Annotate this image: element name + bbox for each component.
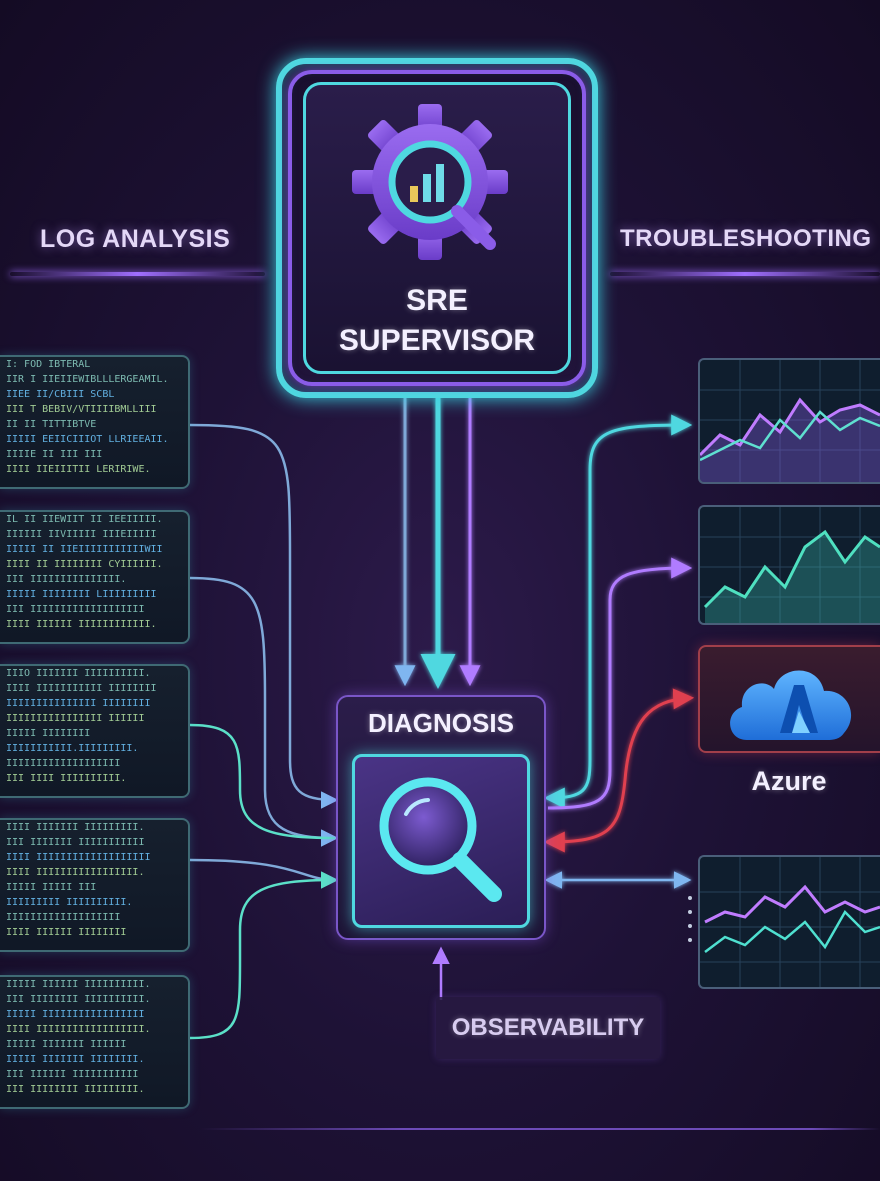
supervisor-outer-frame <box>276 58 598 398</box>
log-line: IIIIIIIIIIIIIII IIIIIIII <box>6 698 151 709</box>
log-line: IIIIE II III III <box>6 449 103 460</box>
supervisor-title-line1: SRE <box>406 284 468 317</box>
log-line: IIIII IIIIIIIIIIIIIIIII <box>6 1009 145 1020</box>
log-line: IIII IIEIIITII LERIRIWE. <box>6 464 151 475</box>
log-line: IIIO IIIIIII IIIIIIIIII. <box>6 668 151 679</box>
log-line: IIIIIIIIIIIIIIII IIIIII <box>6 713 145 724</box>
log-line: III IIII IIIIIIIIII. <box>6 773 127 784</box>
log-line: IIIII IIIIIIII <box>6 728 91 739</box>
log-line: IIIII II IIEIIIIIIIIIIIWII <box>6 544 163 555</box>
log-panel-1[interactable]: I: FOD IBTERAL IIR I IIEIIEWIBLLLERGEAMIL… <box>0 355 190 489</box>
chart-3-axis-dots <box>688 896 694 952</box>
log-analysis-underline <box>10 272 265 276</box>
log-line: IIIIIIIIIIIIIIIIIII <box>6 758 121 769</box>
log-arrow-5 <box>189 871 339 1040</box>
log-line: IIIIIIIIIII.IIIIIIIII. <box>6 743 139 754</box>
azure-label: Azure <box>751 766 827 796</box>
bottom-divider <box>200 1128 880 1130</box>
log-line: III IIIIIIII IIIIIIIII. <box>6 1084 145 1095</box>
log-line: IIIII IIIIIII IIIIII <box>6 1039 127 1050</box>
chart-3-graphic <box>700 857 880 987</box>
log-line: IIIII IIIII III <box>6 882 97 893</box>
chart-2-graphic <box>700 507 880 623</box>
log-analysis-label: LOG ANALYSIS <box>40 225 231 253</box>
chart-panel-2[interactable] <box>698 505 880 625</box>
log-arrow-1 <box>189 423 339 809</box>
log-panel-5[interactable]: IIIII IIIIII IIIIIIIIII. III IIIIIIII III… <box>0 975 190 1109</box>
log-line: III IIIIIII IIIIIIIIIII <box>6 837 145 848</box>
log-line: III T BEBIV/VTIIIIBMLLIII <box>6 404 157 415</box>
supervisor-mid-frame <box>288 70 586 386</box>
log-line: II II TITTIBTVE <box>6 419 97 430</box>
log-line: IIIII IIIIIII IIIIIIII. <box>6 1054 145 1065</box>
magnifier-icon <box>379 777 502 902</box>
log-arrow-2 <box>189 576 339 847</box>
log-line: III IIIIIIII IIIIIIIIII. <box>6 994 151 1005</box>
log-line: IIII IIIIIIIIIIIIIIIII. <box>6 867 145 878</box>
gear-magnifier-chart-icon <box>352 104 508 260</box>
log-lines: IIIII IIIIII IIIIIIIIII. III IIIIIIII III… <box>0 977 188 1097</box>
log-line: I: FOD IBTERAL <box>6 359 91 370</box>
chart-panel-3[interactable] <box>698 855 880 989</box>
chart-1-graphic <box>700 360 880 482</box>
log-line: IIII IIIIIIIIIII IIIIIIII <box>6 683 157 694</box>
log-arrow-3 <box>189 723 336 840</box>
log-panel-4[interactable]: IIII IIIIIII IIIIIIIII. III IIIIIII IIIII… <box>0 818 190 952</box>
diagnosis-to-right-arrows <box>543 414 695 889</box>
log-line: IIR I IIEIIEWIBLLLERGEAMIL. <box>6 374 169 385</box>
log-line: IIII IIIIIIIIIIIIIIIIIII <box>6 852 151 863</box>
observability-node[interactable] <box>436 997 660 1059</box>
supervisor-to-diagnosis-arrows <box>394 398 481 689</box>
log-panel-2[interactable]: IL II IIEWIIT II IEEIIIII. IIIIII IIVIIII… <box>0 510 190 644</box>
chart2-arrow <box>547 557 693 810</box>
log-arrow-4 <box>189 858 336 882</box>
azure-arrow <box>543 688 695 853</box>
troubleshooting-label: TROUBLESHOOTING <box>620 225 872 252</box>
log-lines: IIII IIIIIII IIIIIIIII. III IIIIIII IIIII… <box>0 820 188 940</box>
log-line: IIII IIIIII IIIIIIIIIIII. <box>6 619 157 630</box>
log-line: IIIIII IIVIIIII IIIEIIIII <box>6 529 157 540</box>
log-line: IIIIIIIII IIIIIIIIII. <box>6 897 133 908</box>
log-lines: IIIO IIIIIII IIIIIIIIII. IIII IIIIIIIIIII… <box>0 666 188 786</box>
log-line: IIII IIIIIII IIIIIIIII. <box>6 822 145 833</box>
log-line: IL II IIEWIIT II IEEIIIII. <box>6 514 163 525</box>
log-line: IIII IIIIIIIIIIIIIIIIII. <box>6 1024 151 1035</box>
log-line: IIIII EEIICIIIOT LLRIEEAII. <box>6 434 169 445</box>
log-line: IIIII IIIIIIII LIIIIIIIII <box>6 589 157 600</box>
chart-panel-1[interactable] <box>698 358 880 484</box>
log-line: IIII IIIIII IIIIIIII <box>6 927 127 938</box>
log-to-diagnosis-arrows <box>189 423 339 1040</box>
log-line: III IIIIIIIIIIIIIII. <box>6 574 127 585</box>
diagnosis-title: DIAGNOSIS <box>368 708 514 738</box>
log-lines: I: FOD IBTERAL IIR I IIEIIEWIBLLLERGEAMIL… <box>0 357 188 477</box>
log-line: IIIIIIIIIIIIIIIIIII <box>6 912 121 923</box>
supervisor-title-line2: SUPERVISOR <box>338 324 536 357</box>
log-lines: IL II IIEWIIT II IEEIIIII. IIIIII IIVIIII… <box>0 512 188 632</box>
log-line: III IIIIII IIIIIIIIIII <box>6 1069 139 1080</box>
log-panel-3[interactable]: IIIO IIIIIII IIIIIIIIII. IIII IIIIIIIIIII… <box>0 664 190 798</box>
chart1-arrow <box>543 414 693 809</box>
log-line: IIEE II/CBIII SCBL <box>6 389 115 400</box>
troubleshooting-underline <box>610 272 880 276</box>
log-line: IIII II IIIIIIII CYIIIIII. <box>6 559 163 570</box>
azure-cloud-icon <box>730 670 852 740</box>
log-line: III IIIIIIIIIIIIIIIIIII <box>6 604 145 615</box>
observability-label: OBSERVABILITY <box>451 1014 645 1041</box>
log-line: IIIII IIIIII IIIIIIIIII. <box>6 979 151 990</box>
